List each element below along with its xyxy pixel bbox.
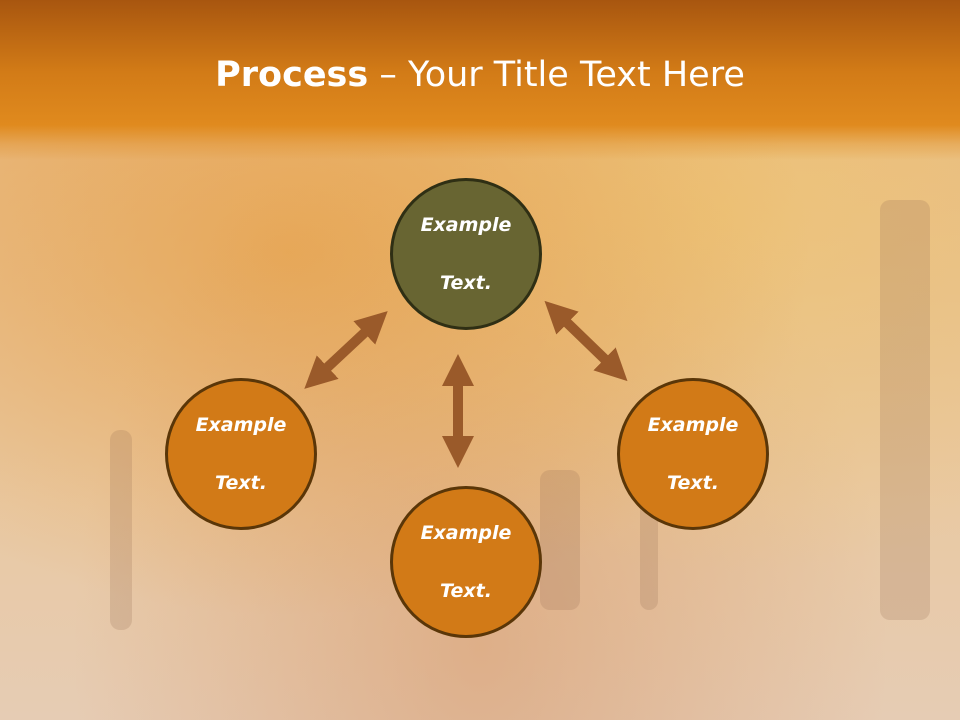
title-rest: – Your Title Text Here: [368, 55, 745, 95]
node-left-line1: Example: [195, 413, 287, 436]
node-top-line2: Text.: [440, 271, 492, 294]
node-bottom-line2: Text.: [440, 579, 492, 602]
node-bottom-line1: Example: [420, 521, 512, 544]
node-right-line1: Example: [647, 413, 739, 436]
node-right-line2: Text.: [667, 471, 719, 494]
tree-trunk: [880, 200, 930, 620]
node-left-line2: Text.: [215, 471, 267, 494]
title-bold: Process: [215, 55, 369, 95]
tree-trunk: [540, 470, 580, 610]
arrow-top-right: [544, 300, 628, 382]
node-top-line1: Example: [420, 213, 512, 236]
slide-title: Process – Your Title Text Here: [0, 52, 960, 98]
tree-trunk: [640, 500, 658, 610]
arrow-top-left: [304, 311, 388, 389]
title-bar: [0, 0, 960, 160]
tree-trunk: [110, 430, 132, 630]
